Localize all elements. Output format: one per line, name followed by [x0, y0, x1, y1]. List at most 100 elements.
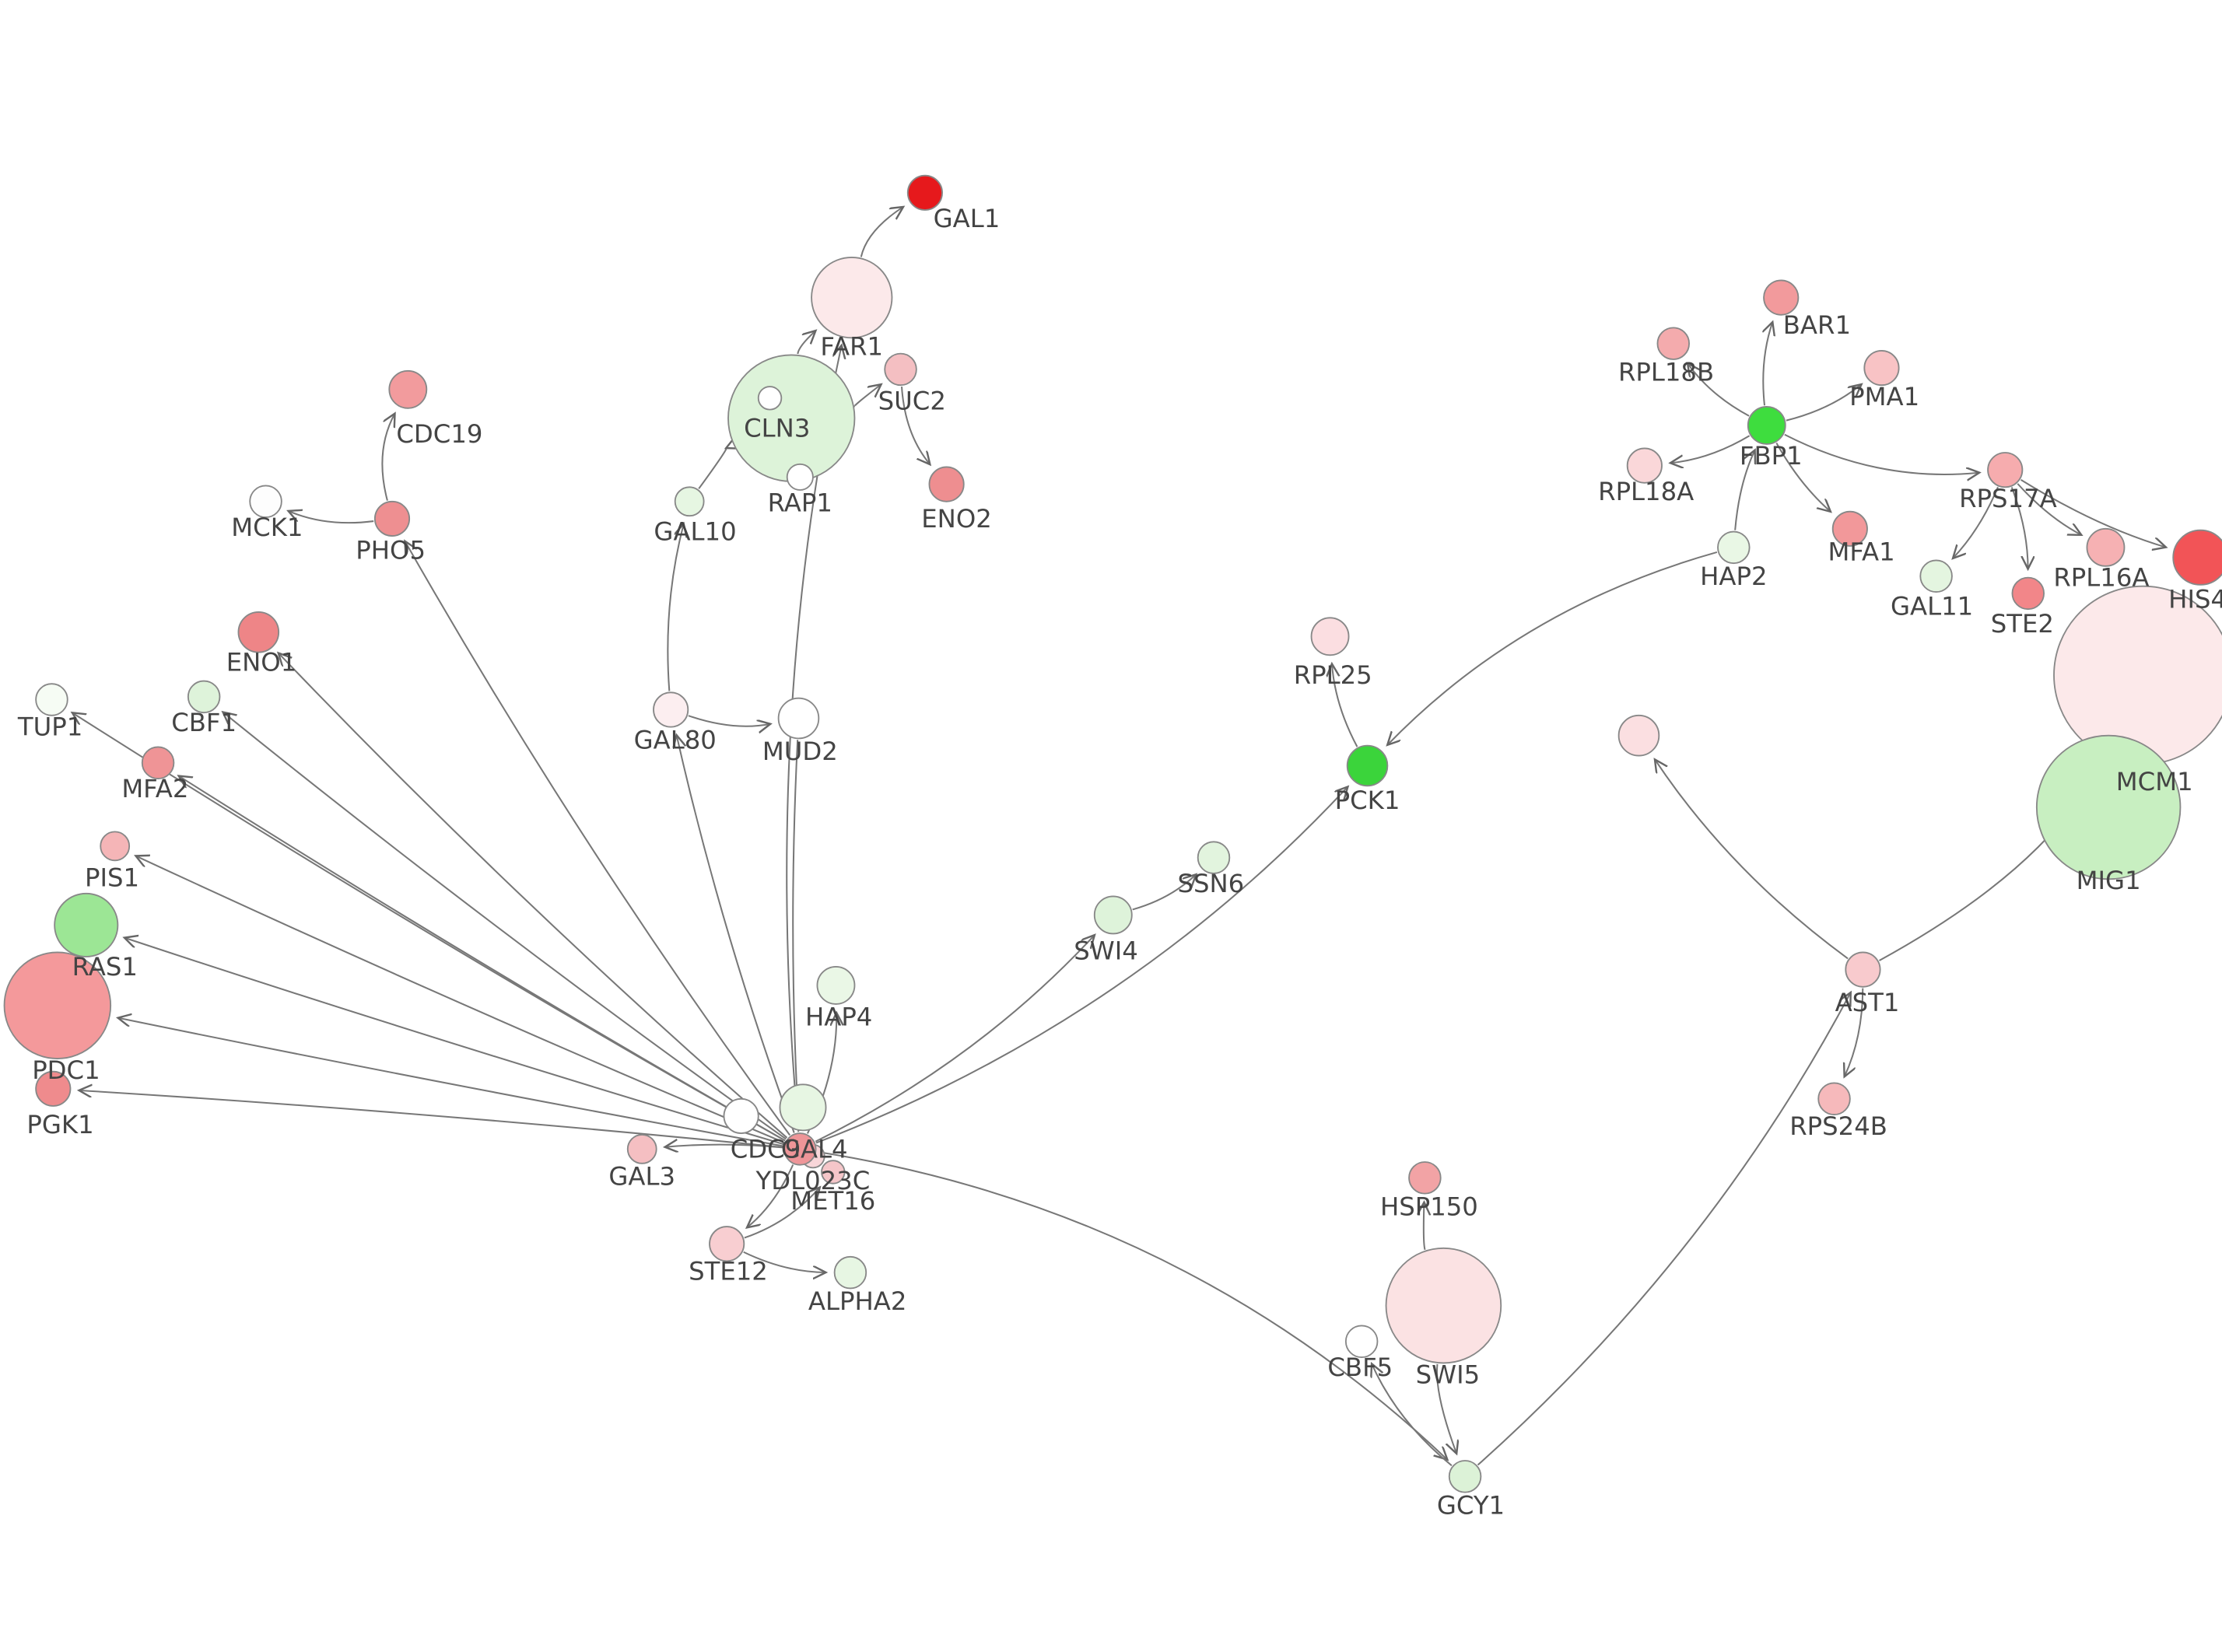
node-fbp1[interactable] — [1747, 406, 1786, 445]
node-u2-unlabeled[interactable] — [779, 1083, 827, 1132]
edge-fbp1-rpl18a[interactable] — [1670, 435, 1751, 463]
edge-ast1-u3[interactable] — [1655, 759, 1849, 960]
edge-pho5-cdc19[interactable] — [381, 414, 394, 501]
node-cbf5[interactable] — [1344, 1325, 1379, 1359]
edge-cln3-suc2[interactable] — [853, 384, 881, 408]
edge-cln3-far1[interactable] — [797, 331, 815, 355]
node-tup1[interactable] — [35, 683, 68, 716]
node-rpl16a[interactable] — [2086, 527, 2126, 567]
node-rps24b[interactable] — [1817, 1082, 1851, 1116]
edge-gal4-mfa2[interactable] — [179, 776, 786, 1142]
edge-gal4-pdc1[interactable] — [118, 1018, 783, 1147]
edge-gal4-gal80[interactable] — [677, 735, 795, 1133]
node-gal80[interactable] — [653, 691, 689, 728]
node-gal1[interactable] — [906, 174, 943, 211]
node-met16[interactable] — [821, 1160, 846, 1185]
edge-fbp1-mfa1[interactable] — [1775, 442, 1831, 511]
node-gal3[interactable] — [626, 1134, 657, 1164]
node-his4[interactable] — [2172, 529, 2222, 586]
node-label-ydl023c: YDL023C — [755, 1166, 871, 1195]
node-hap2[interactable] — [1717, 530, 1751, 565]
node-gcy1[interactable] — [1448, 1460, 1482, 1493]
node-pho5[interactable] — [373, 500, 411, 537]
node-eno1[interactable] — [237, 611, 280, 653]
edge-rps17a-ste2[interactable] — [2010, 487, 2028, 569]
node-hsp150[interactable] — [1408, 1161, 1442, 1195]
node-rap1[interactable] — [786, 463, 814, 491]
node-mfa1[interactable] — [1831, 510, 1868, 547]
node-ras1[interactable] — [54, 892, 119, 957]
edge-gal4-gcy1[interactable] — [817, 1150, 1447, 1460]
node-ssn6[interactable] — [1197, 841, 1231, 874]
edge-far1-gal1[interactable] — [860, 207, 903, 257]
node-ste2[interactable] — [2011, 576, 2045, 611]
node-rps17a[interactable] — [1987, 452, 2024, 488]
node-gal4[interactable] — [783, 1132, 817, 1166]
node-ste12[interactable] — [709, 1226, 745, 1262]
edge-gal4-ste12[interactable] — [747, 1164, 794, 1228]
node-mck1[interactable] — [249, 485, 282, 519]
node-pdc1[interactable] — [3, 951, 112, 1060]
edge-gal4-pis1[interactable] — [135, 856, 785, 1143]
node-bar1[interactable] — [1763, 279, 1800, 316]
edge-gcy1-ast1[interactable] — [1477, 992, 1851, 1466]
edge-gal4-cbf1[interactable] — [223, 712, 787, 1140]
node-rpl18a[interactable] — [1626, 447, 1663, 484]
node-swi5[interactable] — [1385, 1247, 1502, 1364]
edge-gal4-eno1[interactable] — [279, 653, 788, 1139]
node-gal11[interactable] — [1919, 559, 1953, 593]
edge-hap2-pck1[interactable] — [1387, 551, 1718, 745]
edge-gal4-gal3[interactable] — [665, 1145, 783, 1148]
node-rpl18b[interactable] — [1656, 327, 1690, 360]
node-cdc9[interactable] — [723, 1097, 759, 1135]
edge-ast1-rps24b[interactable] — [1845, 988, 1864, 1077]
node-pis1[interactable] — [100, 831, 131, 862]
node-cbf1[interactable] — [187, 680, 221, 714]
edge-rps17a-rpl16a[interactable] — [2017, 483, 2081, 535]
edge-suc2-eno2[interactable] — [901, 387, 930, 464]
edge-swi4-ssn6[interactable] — [1132, 874, 1197, 911]
edge-gal4-ras1[interactable] — [124, 938, 784, 1146]
node-far1[interactable] — [811, 257, 893, 339]
edge-gal4-swi4[interactable] — [815, 935, 1095, 1143]
edge-rps17a-gal11[interactable] — [1953, 486, 1999, 558]
edge-ste12-met16[interactable] — [744, 1187, 820, 1239]
node-u3-unlabeled[interactable] — [1617, 714, 1660, 757]
edge-fbp1-rps17a[interactable] — [1784, 433, 1979, 474]
node-pgk1[interactable] — [35, 1070, 72, 1107]
edge-fbp1-rpl18b[interactable] — [1688, 363, 1750, 417]
node-label-rps24b: RPS24B — [1789, 1111, 1887, 1141]
node-pck1[interactable] — [1346, 744, 1389, 787]
edge-gcy1-cbf5[interactable] — [1372, 1363, 1453, 1467]
node-suc2[interactable] — [884, 352, 917, 387]
edge-ste12-alpha2[interactable] — [743, 1251, 826, 1272]
edge-pck1-rpl25[interactable] — [1332, 663, 1358, 747]
edge-swi5-hsp150[interactable] — [1424, 1202, 1425, 1251]
edge-gal4-pck1[interactable] — [815, 786, 1348, 1144]
edge-swi5-gcy1[interactable] — [1435, 1363, 1456, 1454]
edge-fbp1-pma1[interactable] — [1786, 384, 1862, 422]
edge-gal4-pgk1[interactable] — [79, 1090, 783, 1149]
node-swi4[interactable] — [1093, 895, 1133, 935]
node-ast1[interactable] — [1845, 951, 1881, 988]
node-hap4[interactable] — [816, 966, 856, 1005]
node-alpha2[interactable] — [833, 1255, 867, 1290]
node-mfa2[interactable] — [141, 746, 175, 780]
node-u1-unlabeled[interactable] — [757, 386, 783, 411]
edge-pho5-mck1[interactable] — [289, 511, 374, 524]
node-rpl25[interactable] — [1310, 617, 1350, 656]
edge-mud2-gal4[interactable] — [793, 740, 798, 1125]
node-mud2[interactable] — [777, 697, 820, 740]
node-gal10[interactable] — [674, 486, 705, 517]
edge-fbp1-bar1[interactable] — [1763, 322, 1772, 406]
node-cdc19[interactable] — [388, 369, 428, 409]
edge-hap2-fbp1[interactable] — [1734, 450, 1754, 530]
edge-gal80-mud2[interactable] — [688, 715, 770, 726]
edge-gal4-pho5[interactable] — [405, 541, 791, 1136]
edge-gal10-cln3[interactable] — [698, 448, 727, 489]
node-pma1[interactable] — [1863, 350, 1900, 387]
node-eno2[interactable] — [928, 466, 965, 502]
edge-rps17a-his4[interactable] — [2020, 479, 2166, 548]
edge-gal80-gal10[interactable] — [667, 523, 683, 691]
node-mig1[interactable] — [2035, 734, 2182, 880]
